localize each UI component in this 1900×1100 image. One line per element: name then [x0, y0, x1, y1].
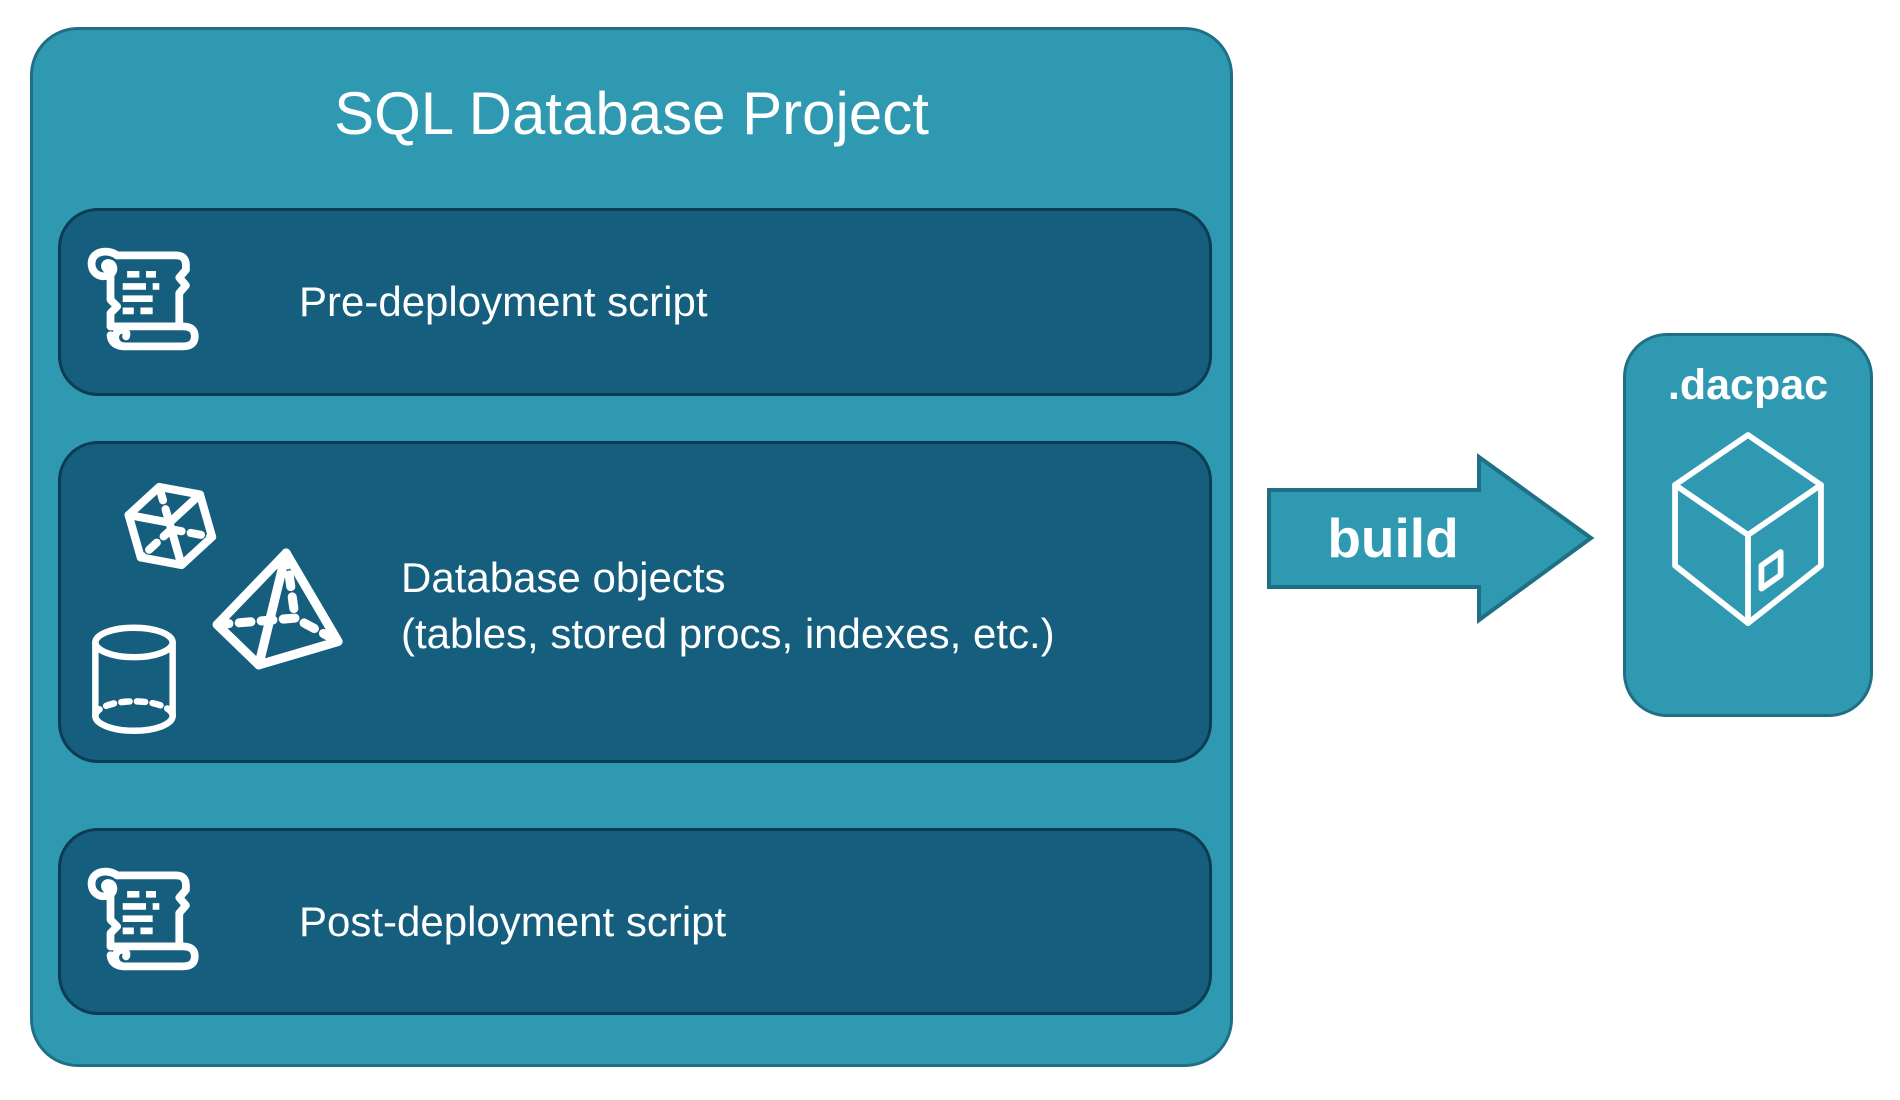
scroll-icon	[85, 855, 207, 989]
pre-deployment-label: Pre-deployment script	[299, 278, 708, 325]
build-arrow-icon	[1266, 453, 1596, 624]
database-objects-label: Database objects	[401, 553, 726, 601]
sql-database-project-container: SQL Database Project	[30, 27, 1233, 1067]
post-deployment-box: Post-deployment script	[58, 828, 1212, 1015]
database-objects-sublabel: (tables, stored procs, indexes, etc.)	[401, 609, 1055, 657]
dacpac-box: .dacpac	[1623, 333, 1873, 717]
project-title: SQL Database Project	[334, 80, 929, 147]
dacpac-label: .dacpac	[1667, 361, 1829, 409]
database-objects-box: Database objects (tables, stored procs, …	[58, 441, 1212, 763]
build-arrow-label: build	[1327, 507, 1459, 569]
post-deployment-label: Post-deployment script	[299, 897, 727, 945]
shapes-cluster	[61, 444, 421, 760]
database-objects-labels: Database objects (tables, stored procs, …	[401, 553, 1055, 657]
cube-icon	[113, 475, 229, 593]
pyramid-icon	[207, 544, 347, 674]
package-icon	[1652, 422, 1844, 640]
scroll-icon	[85, 235, 207, 369]
pre-deployment-box: Pre-deployment script	[58, 208, 1212, 396]
cylinder-icon	[88, 622, 180, 742]
